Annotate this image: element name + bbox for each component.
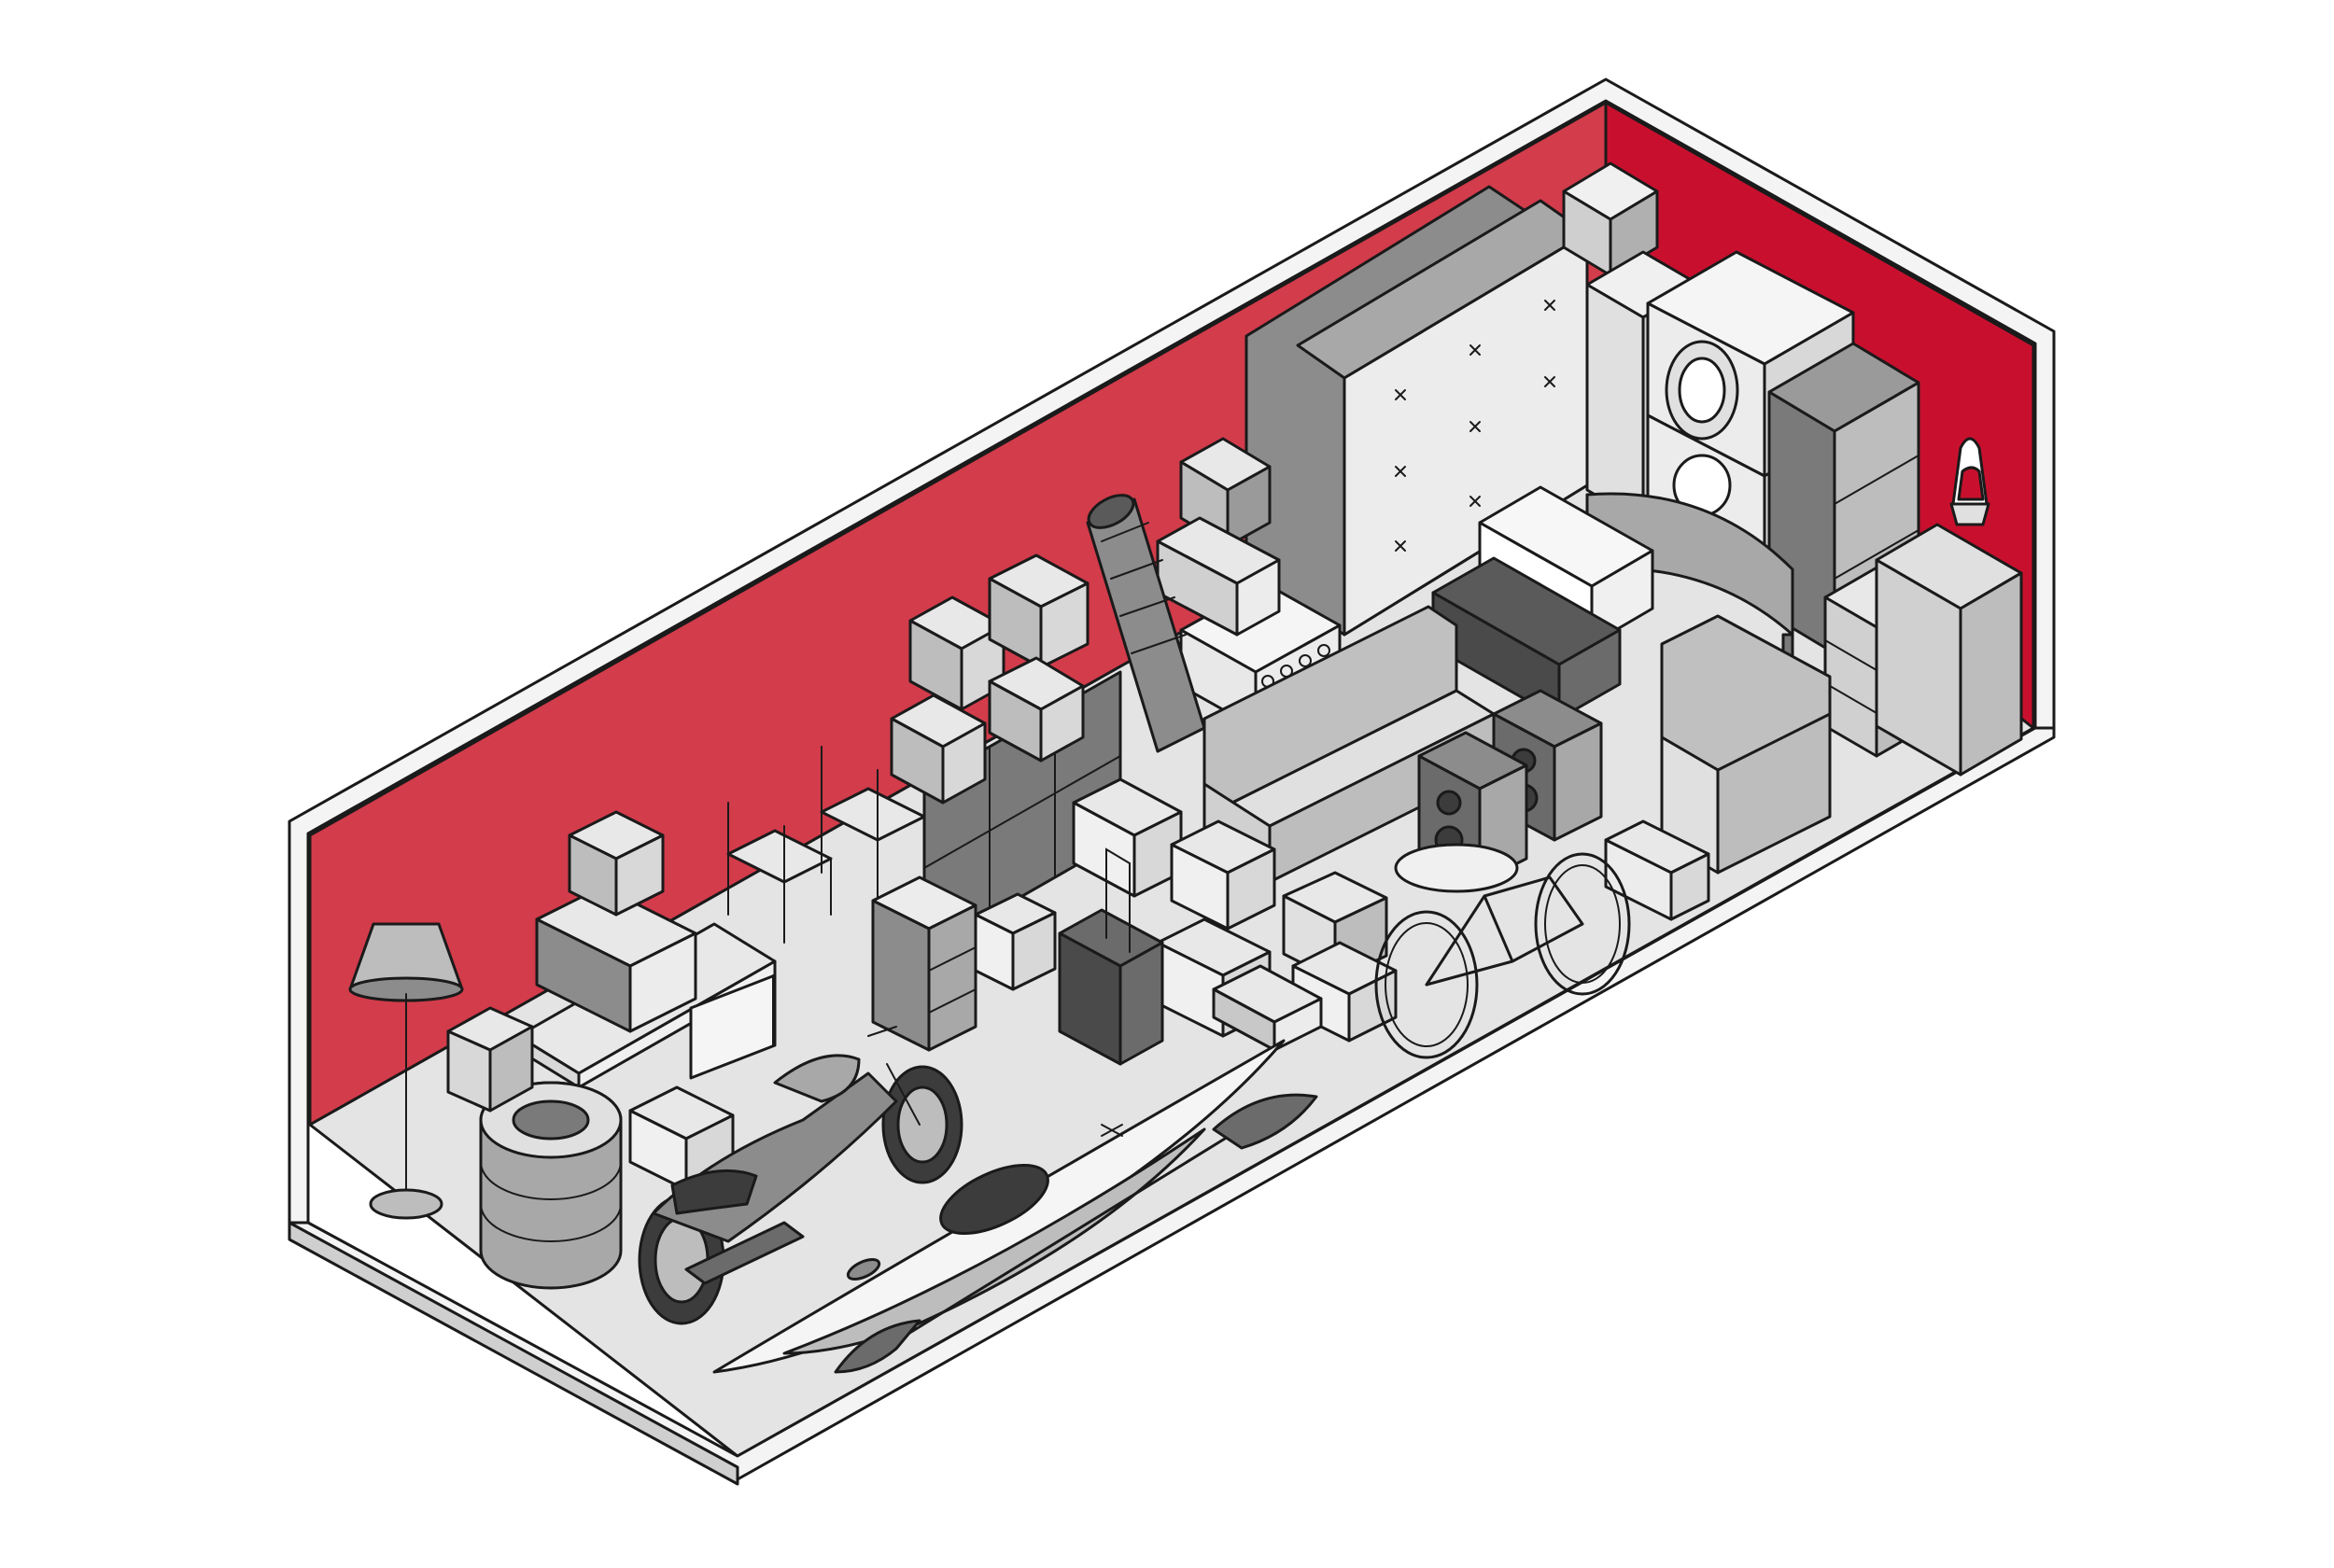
cardboard-box-icon (568, 810, 665, 917)
filing-cabinet-icon (871, 875, 977, 1052)
cardboard-box-icon (1604, 819, 1710, 921)
lava-lamp-icon (1949, 437, 1990, 526)
cardboard-box-icon (1212, 964, 1323, 1052)
trunk-icon (1431, 556, 1622, 721)
chairs-icon (726, 746, 926, 944)
cabinet-tall-icon (1875, 523, 2023, 777)
cardboard-box-icon (988, 553, 1090, 669)
cardboard-box-icon (1156, 516, 1281, 637)
kayak-icon (712, 1039, 1286, 1374)
floor-lamp-icon (348, 922, 464, 1220)
cardboard-box-icon (988, 656, 1085, 763)
cardboard-box-icon (535, 885, 697, 1033)
cardboard-box-icon (890, 693, 987, 805)
paddle-icon (834, 1093, 1318, 1374)
suitcase-icon (1058, 847, 1164, 1066)
cardboard-box-icon (1072, 777, 1183, 898)
armchair-icon (1660, 614, 1832, 875)
motorcycle-icon (638, 1026, 963, 1325)
cardboard-box-icon (1170, 819, 1276, 931)
tire-stack-icon (479, 1081, 623, 1290)
bicycle-icon (1374, 843, 1631, 1059)
cardboard-box-icon (974, 892, 1057, 991)
cardboard-box-icon (446, 1006, 534, 1113)
floor-edge-left (288, 1221, 739, 1486)
